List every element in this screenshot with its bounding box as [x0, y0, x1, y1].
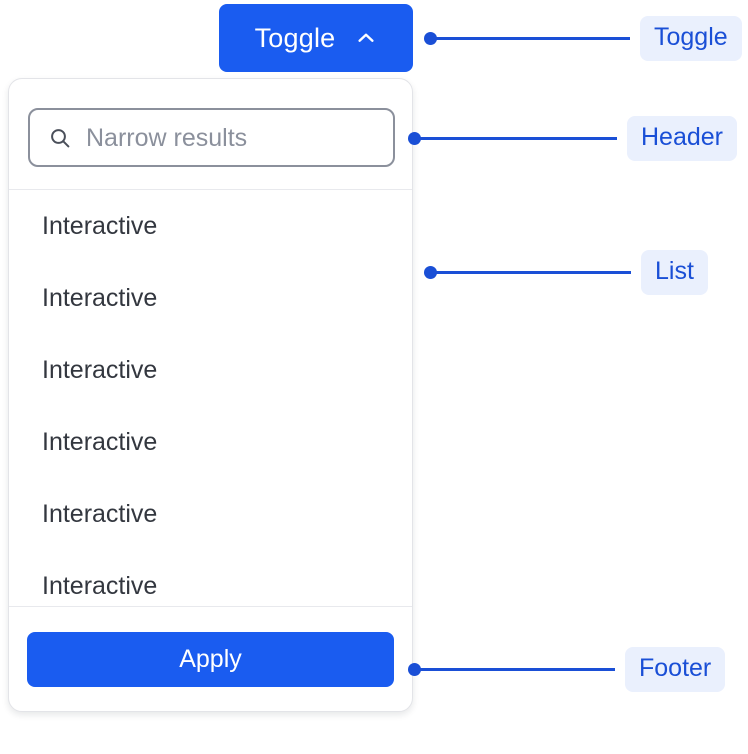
search-icon: [48, 126, 72, 150]
annotation-toggle: Toggle: [424, 15, 742, 61]
apply-button-label: Apply: [179, 644, 242, 673]
dropdown-panel: Interactive Interactive Interactive Inte…: [8, 78, 413, 712]
list-item-label: Interactive: [42, 427, 158, 456]
annotation-label-footer: Footer: [625, 646, 726, 692]
list-item-label: Interactive: [42, 283, 158, 312]
list-item-label: Interactive: [42, 571, 158, 600]
toggle-button-label: Toggle: [254, 22, 336, 53]
annotation-leader-line: [420, 667, 615, 671]
list-item[interactable]: Interactive: [9, 190, 412, 262]
list-item[interactable]: Interactive: [9, 550, 412, 608]
annotation-dot-icon: [424, 265, 437, 279]
annotation-header: Header: [408, 115, 737, 161]
dropdown-list[interactable]: Interactive Interactive Interactive Inte…: [9, 190, 412, 608]
list-item-label: Interactive: [42, 211, 158, 240]
annotation-dot-icon: [408, 662, 421, 676]
annotation-label-toggle: Toggle: [640, 15, 742, 61]
toggle-button[interactable]: Toggle: [219, 4, 413, 72]
list-item[interactable]: Interactive: [9, 406, 412, 478]
list-item[interactable]: Interactive: [9, 478, 412, 550]
annotation-footer: Footer: [408, 646, 726, 692]
search-box[interactable]: [28, 108, 395, 167]
annotation-dot-icon: [424, 31, 437, 45]
annotation-leader-line: [436, 36, 630, 40]
list-item[interactable]: Interactive: [9, 262, 412, 334]
annotation-label-header: Header: [627, 115, 737, 161]
annotation-label-list: List: [641, 249, 708, 295]
list-item-label: Interactive: [42, 355, 158, 384]
dropdown-footer: Apply: [9, 606, 412, 711]
search-input[interactable]: [86, 121, 375, 154]
annotation-leader-line: [420, 136, 617, 140]
list-item[interactable]: Interactive: [9, 334, 412, 406]
annotation-list: List: [424, 249, 708, 295]
apply-button[interactable]: Apply: [27, 631, 394, 687]
annotation-dot-icon: [408, 131, 421, 145]
chevron-up-icon: [355, 27, 377, 49]
dropdown-header: [9, 79, 412, 190]
annotation-leader-line: [436, 270, 631, 274]
list-item-label: Interactive: [42, 499, 158, 528]
